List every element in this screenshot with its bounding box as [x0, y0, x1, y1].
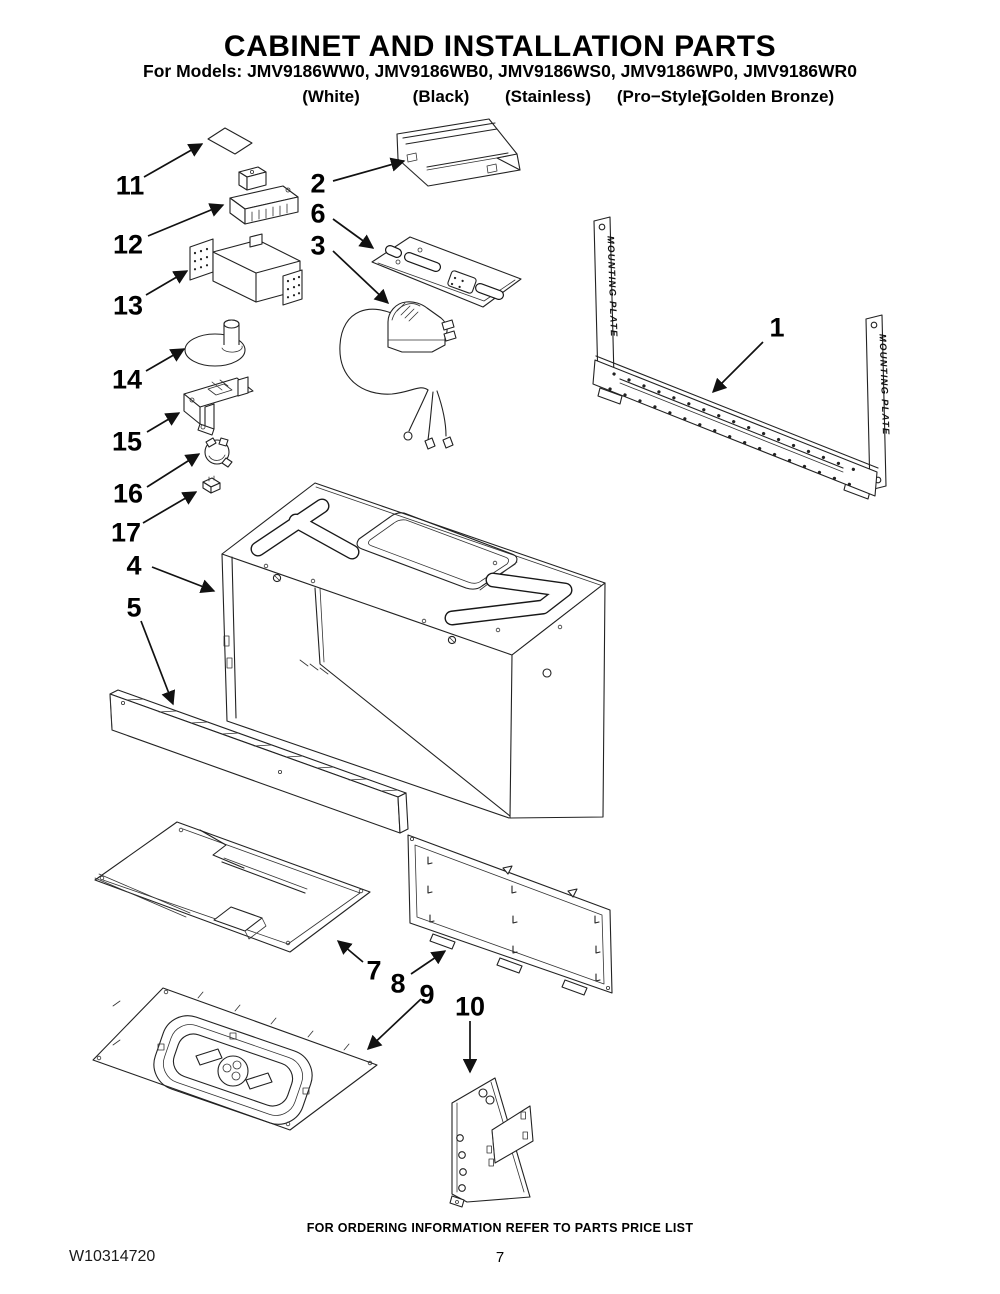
callout-6: 6 — [310, 198, 326, 229]
callout-11: 11 — [115, 170, 145, 201]
part-10-corner-bracket — [449, 1077, 534, 1208]
callout-arrow-17 — [142, 491, 198, 524]
callout-arrow-6 — [332, 218, 375, 249]
callout-9: 9 — [419, 979, 435, 1010]
callout-arrow-14 — [145, 348, 186, 372]
page-number: 7 — [495, 1249, 505, 1266]
callout-arrow-9 — [366, 998, 422, 1050]
part-15-support-bracket — [183, 376, 254, 436]
part-2-vent-deflector — [396, 118, 521, 187]
callout-12: 12 — [112, 229, 144, 260]
part-4-cabinet-wrapper — [221, 482, 606, 819]
part-5-vent-grille — [109, 689, 409, 834]
color-label-white: (White) — [302, 87, 360, 106]
callout-arrow-16 — [146, 453, 201, 488]
callout-arrow-3 — [332, 250, 390, 304]
part-14-turntable-coupler — [184, 319, 246, 367]
callout-arrow-15 — [146, 412, 181, 433]
callout-arrows — [140, 143, 764, 1074]
callout-2: 2 — [310, 168, 326, 199]
ordering-note: FOR ORDERING INFORMATION REFER TO PARTS … — [306, 1221, 694, 1235]
callout-7: 7 — [366, 955, 382, 986]
callout-arrow-2 — [332, 157, 406, 182]
models-line: For Models: JMV9186WW0, JMV9186WB0, JMV9… — [143, 61, 857, 81]
callout-1: 1 — [769, 312, 785, 343]
callout-8: 8 — [390, 968, 406, 999]
page-title: CABINET AND INSTALLATION PARTS — [223, 30, 777, 63]
callout-arrow-11 — [143, 143, 204, 178]
callout-14: 14 — [111, 364, 143, 395]
callout-16: 16 — [112, 478, 144, 509]
callout-13: 13 — [112, 290, 144, 321]
callout-17: 17 — [110, 517, 142, 548]
mounting-plate-text-left: MOUNTING PLATE — [605, 236, 620, 338]
part-8-rear-panel — [407, 834, 613, 996]
callout-arrow-4 — [151, 566, 216, 594]
callout-10: 10 — [454, 991, 486, 1022]
callout-3: 3 — [310, 230, 326, 261]
part-1-mounting-plate: MOUNTING PLATE MOUNTING PLATE — [592, 216, 892, 500]
callout-arrow-13 — [145, 270, 189, 296]
callout-arrow-5 — [140, 620, 176, 706]
part-12-control-box — [229, 166, 299, 225]
part-3-motor-harness — [339, 301, 457, 450]
mounting-plate-text-right: MOUNTING PLATE — [877, 334, 892, 436]
callout-5: 5 — [126, 592, 142, 623]
part-9-base-plate — [92, 987, 378, 1131]
callout-arrow-8 — [410, 950, 447, 975]
part-17-thermostat — [202, 475, 221, 494]
color-label-black: (Black) — [412, 87, 470, 106]
color-label-prostyle: (Pro−Style) — [616, 87, 708, 106]
callout-arrow-1 — [711, 341, 764, 394]
color-label-stainless: (Stainless) — [505, 87, 591, 106]
part-6-cover-plate — [371, 236, 522, 308]
part-16-motor — [204, 437, 233, 468]
callout-arrow-7 — [336, 940, 364, 963]
part-7-bottom-panel — [94, 821, 371, 953]
part-13-bracket — [189, 233, 303, 306]
color-label-goldenbronze: (Golden Bronze) — [701, 87, 835, 106]
callout-15: 15 — [111, 426, 143, 457]
callout-4: 4 — [126, 550, 142, 581]
callout-arrow-12 — [147, 203, 225, 237]
document-number: W10314720 — [69, 1248, 156, 1265]
part-11-label-sticker — [207, 127, 253, 155]
